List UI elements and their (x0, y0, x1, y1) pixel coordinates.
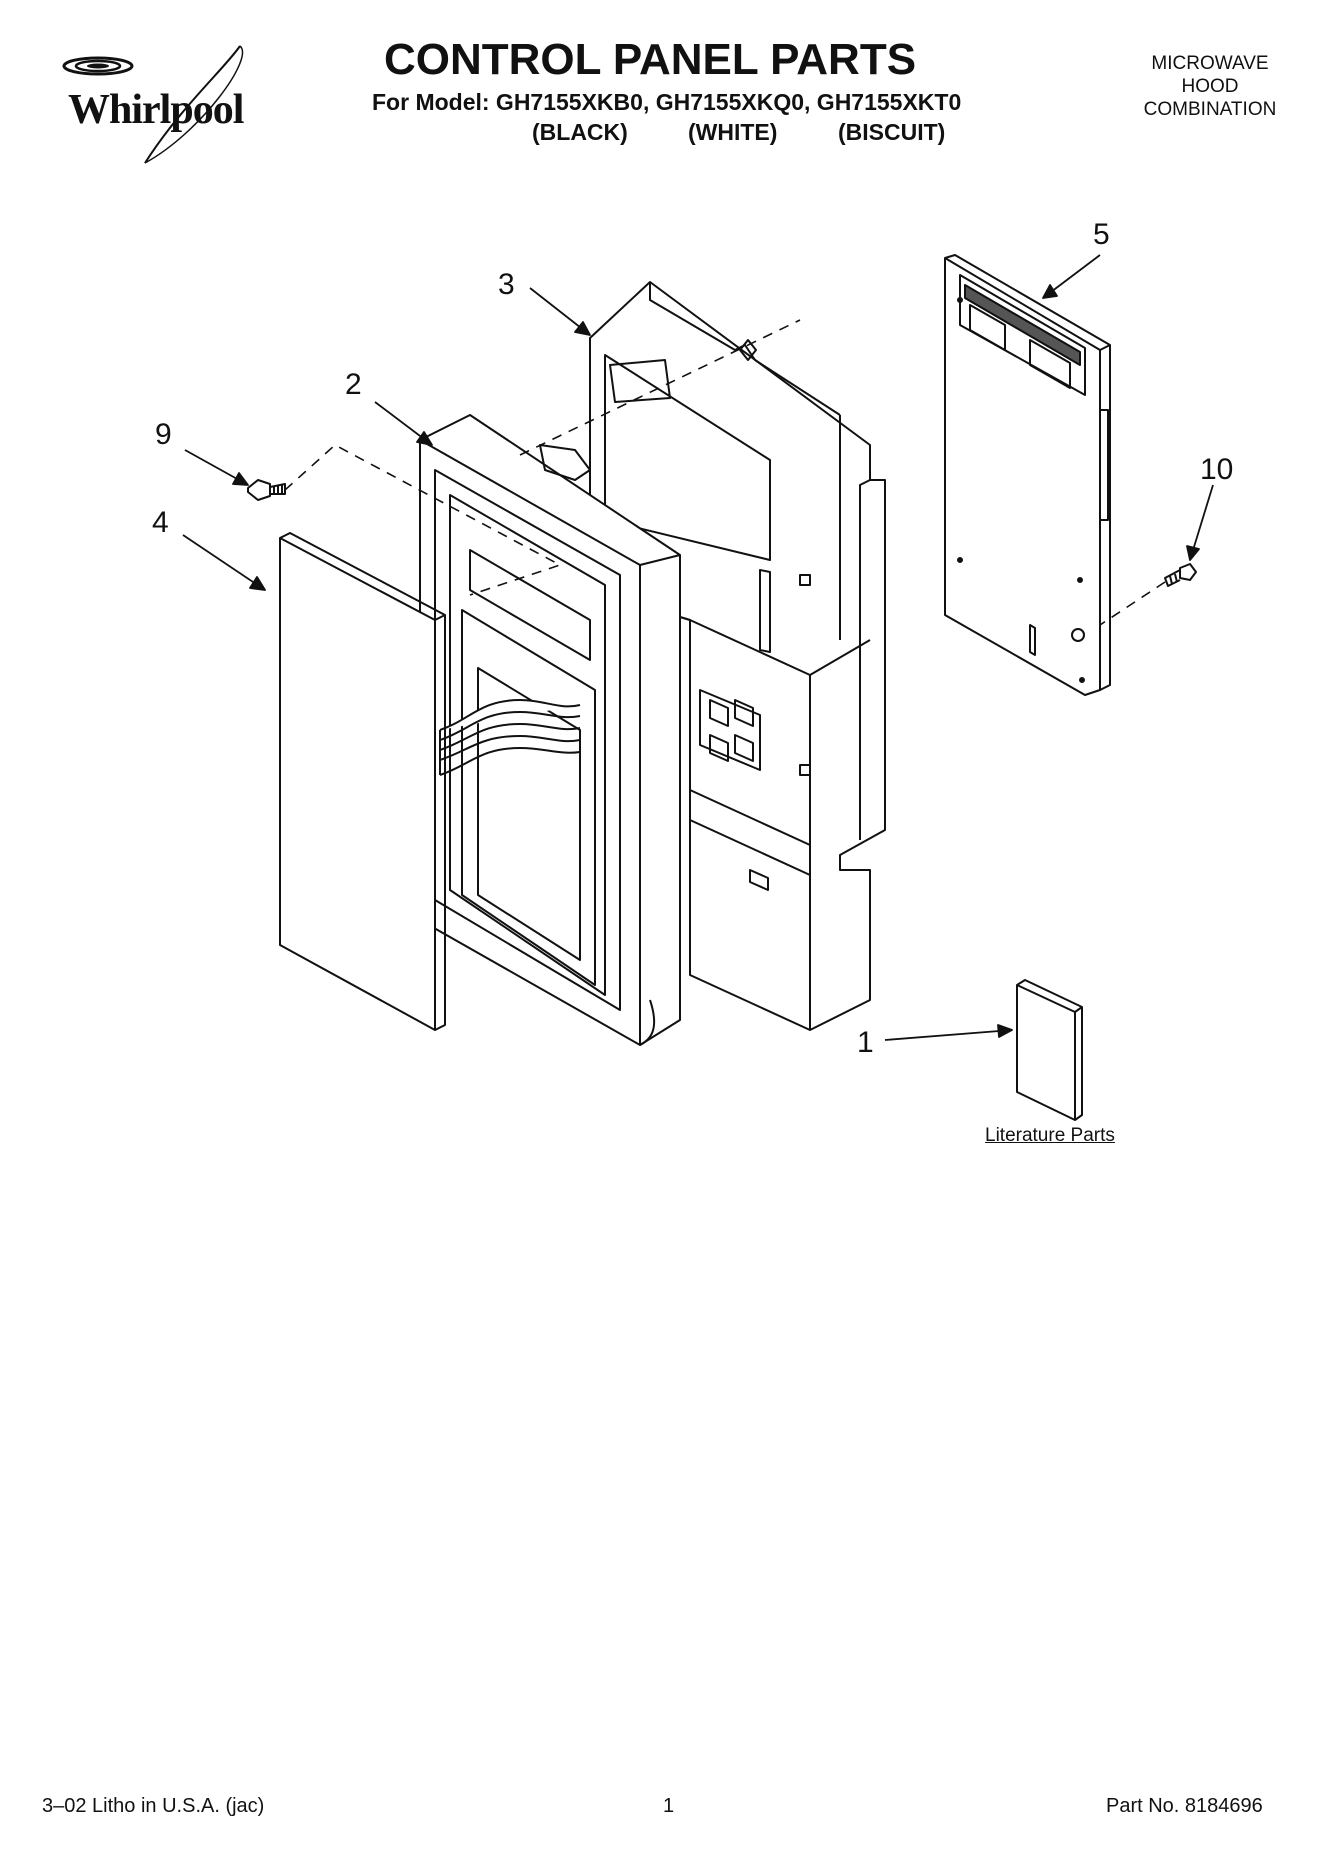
brand-wordmark: Whirlpool (68, 87, 244, 133)
footer-part-number: Part No. 8184696 (1106, 1795, 1263, 1817)
part-screw-10 (1164, 563, 1197, 587)
color-black: (BLACK) (532, 119, 628, 145)
ribbon-cable (439, 699, 581, 776)
literature-parts-label: Literature Parts (985, 1125, 1115, 1146)
footer-litho: 3–02 Litho in U.S.A. (jac) (42, 1795, 265, 1817)
color-biscuit: (BISCUIT) (838, 119, 946, 145)
whirlpool-swirl-icon (62, 45, 244, 164)
callout-2: 2 (345, 368, 362, 401)
product-type-line: COMBINATION (1143, 99, 1277, 120)
part-screw-9 (247, 479, 286, 501)
part-literature (1016, 979, 1083, 1121)
page-title: CONTROL PANEL PARTS (383, 35, 917, 84)
model-line: For Model: GH7155XKB0, GH7155XKQ0, GH715… (372, 89, 962, 115)
callout-9: 9 (155, 418, 172, 451)
color-white: (WHITE) (688, 119, 778, 145)
callout-10: 10 (1200, 453, 1234, 486)
whirlpool-logo: Whirlpool (50, 38, 280, 168)
product-type-line: MICROWAVE (1151, 53, 1269, 74)
callout-4: 4 (152, 506, 169, 539)
callout-3: 3 (498, 268, 515, 301)
callout-1: 1 (857, 1026, 874, 1059)
product-type-line: HOOD (1181, 76, 1239, 97)
part-housing (589, 281, 886, 1031)
alignment-lines (284, 319, 1166, 626)
callout-5: 5 (1093, 218, 1110, 251)
leader-arrows (182, 254, 1214, 1041)
part-control-board (944, 254, 1111, 696)
footer-page-number: 1 (663, 1795, 675, 1817)
part-overlay (279, 532, 446, 1031)
product-type: MICROWAVE HOOD COMBINATION (1120, 52, 1300, 121)
part-bezel (419, 414, 681, 1046)
